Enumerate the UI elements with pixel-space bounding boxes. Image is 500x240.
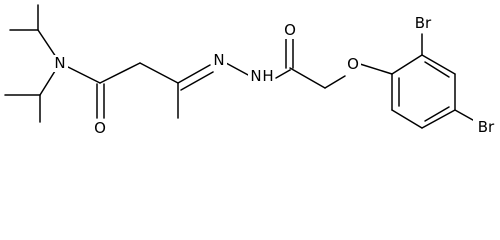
bond-Cimine-N-1 (177, 64, 211, 84)
atom-N-amide: N (54, 54, 65, 72)
atom-H-hydrazide: H (262, 67, 273, 85)
atom-O-amide: O (94, 119, 106, 137)
bond-Cimine-N-2 (180, 71, 214, 91)
bond-Camide-CH2 (99, 62, 141, 84)
ring-bond-4 (421, 109, 456, 129)
atom-N-imine: N (213, 51, 224, 69)
bond-N-NH (225, 62, 251, 77)
bond-O-ring (359, 63, 393, 75)
ring-bond-1 (391, 54, 423, 75)
atom-Br-ortho: Br (415, 14, 432, 32)
atom-O-carbonyl: O (284, 21, 296, 39)
ring-double-1 (424, 61, 450, 78)
ring-bond-5 (391, 109, 423, 129)
atom-O-ether: O (347, 55, 359, 73)
ring-bond-2 (421, 54, 456, 75)
ring-double-2 (424, 106, 450, 122)
bond-CH2-Cimine (139, 62, 179, 84)
molecule-drawing: N O N N H O O Br Br (4, 4, 496, 137)
bond-NH-Ccarbonyl (275, 69, 291, 79)
atom-Br-para: Br (478, 118, 495, 136)
bond-CH2-O (324, 75, 346, 89)
bond-Ccarbonyl-CH2 (289, 67, 326, 89)
structure-canvas: N O N N H O O Br Br (4, 4, 496, 137)
atom-N-hydrazide: N (250, 67, 261, 85)
